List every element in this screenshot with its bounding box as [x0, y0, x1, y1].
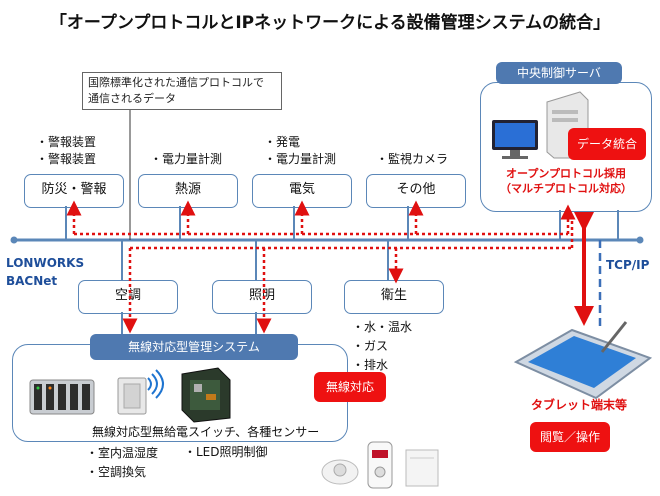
open-protocol-line-2: （マルチプロトコル対応）: [500, 182, 632, 195]
bacnet-label: BACNet: [6, 274, 58, 288]
note-item: ・警報装置: [36, 152, 97, 166]
notes-wireless-left: ・室内温湿度 ・空調換気: [86, 444, 158, 482]
box-shoumei[interactable]: 照明: [212, 280, 312, 314]
notes-sonota: ・監視カメラ: [376, 151, 448, 168]
note-item: ・ガス: [352, 339, 389, 353]
lonworks-label: LONWORKS: [6, 256, 85, 270]
note-item: ・空調換気: [86, 465, 147, 479]
wireless-badge: 無線対応: [314, 372, 386, 402]
note-item: ・水・温水: [352, 320, 413, 334]
note-item: ・監視カメラ: [376, 152, 449, 166]
box-eisei[interactable]: 衛生: [344, 280, 444, 314]
note-item: ・電力量計測: [264, 152, 337, 166]
box-kuchou[interactable]: 空調: [78, 280, 178, 314]
tcpip-label: TCP/IP: [606, 258, 650, 272]
controller-device-icon: [28, 374, 98, 418]
tablet-label: タブレット端末等: [530, 398, 627, 412]
wireless-caption: 無線対応型無給電スイッチ、各種センサー: [92, 425, 320, 439]
notes-denki: ・発電 ・電力量計測: [264, 134, 336, 168]
note-item: ・警報装置: [36, 135, 97, 149]
callout-line-1: 国際標準化された通信プロトコルで: [88, 76, 264, 89]
wireless-system-header: 無線対応型管理システム: [90, 334, 298, 360]
protocol-callout: 国際標準化された通信プロトコルで 通信されるデータ: [82, 72, 282, 110]
sensor-board-icon: [178, 364, 234, 424]
wireless-switch-icon: [110, 366, 166, 422]
notes-wireless-right: ・LED照明制御: [184, 445, 268, 459]
callout-line-2: 通信されるデータ: [88, 92, 176, 105]
note-item: ・発電: [264, 135, 301, 149]
bus-protocol-label: LONWORKS BACNet: [6, 254, 84, 290]
open-protocol-line-1: オープンプロトコル採用: [505, 167, 626, 180]
note-item: ・電力量計測: [150, 152, 223, 166]
page-title: 「オープンプロトコルとIPネットワークによる設備管理システムの統合」: [49, 13, 611, 33]
sensors-icon: [316, 436, 446, 492]
server-header: 中央制御サーバ: [496, 62, 622, 84]
note-item: ・室内温湿度: [86, 446, 159, 460]
open-protocol-label: オープンプロトコル採用 （マルチプロトコル対応）: [484, 166, 648, 196]
tablet-icon: [506, 316, 656, 404]
notes-bousai: ・警報装置 ・警報装置: [36, 134, 96, 168]
notes-eisei: ・水・温水 ・ガス ・排水: [352, 318, 412, 375]
view-operate-button[interactable]: 閲覧／操作: [530, 422, 610, 452]
note-item: ・排水: [352, 358, 389, 372]
notes-netsugen: ・電力量計測: [150, 151, 222, 168]
data-integration-badge: データ統合: [568, 128, 646, 160]
